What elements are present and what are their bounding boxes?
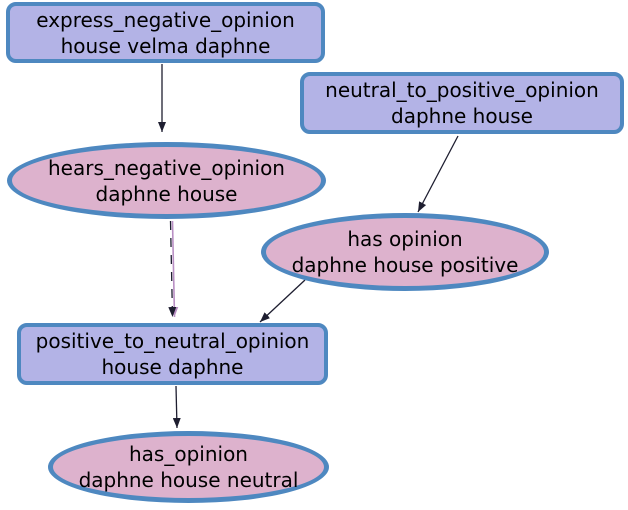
- node-label-line2: house velma daphne: [60, 33, 271, 58]
- node-label-line1: express_negative_opinion: [36, 7, 295, 32]
- node-positive-to-neutral-opinion: positive_to_neutral_opinion house daphne: [17, 323, 328, 385]
- node-hears-negative-opinion: hears_negative_opinion daphne house: [7, 142, 326, 219]
- edge-positive-to-neutral-to-has-opinion-neutral: [172, 385, 181, 429]
- node-label-line2: daphne house: [95, 181, 238, 206]
- node-label-line2: daphne house neutral: [78, 468, 299, 492]
- node-label-line1: hears_negative_opinion: [48, 155, 285, 180]
- node-express-negative-opinion: express_negative_opinion house velma dap…: [6, 2, 325, 63]
- node-label-line2: house daphne: [101, 355, 244, 379]
- node-label-line1: has opinion: [347, 227, 463, 251]
- node-neutral-to-positive-opinion: neutral_to_positive_opinion daphne house: [300, 72, 624, 134]
- edge-neutral-to-positive-to-has-opinion-positive: [417, 135, 459, 213]
- node-label-line2: daphne house positive: [291, 253, 519, 277]
- edge-has-opinion-positive-to-positive-to-neutral: [259, 279, 306, 323]
- node-label-line1: has_opinion: [129, 442, 248, 466]
- edge-hears-negative-to-positive-to-neutral: [168, 220, 177, 318]
- node-label-line1: neutral_to_positive_opinion: [325, 78, 599, 102]
- edge-hears-negative-to-positive-to-neutral-alt: [170, 220, 179, 318]
- node-label-line2: daphne house: [391, 104, 533, 128]
- node-has-opinion-neutral: has_opinion daphne house neutral: [48, 431, 329, 503]
- node-label-line1: positive_to_neutral_opinion: [35, 329, 310, 353]
- node-has-opinion-positive: has opinion daphne house positive: [261, 213, 549, 291]
